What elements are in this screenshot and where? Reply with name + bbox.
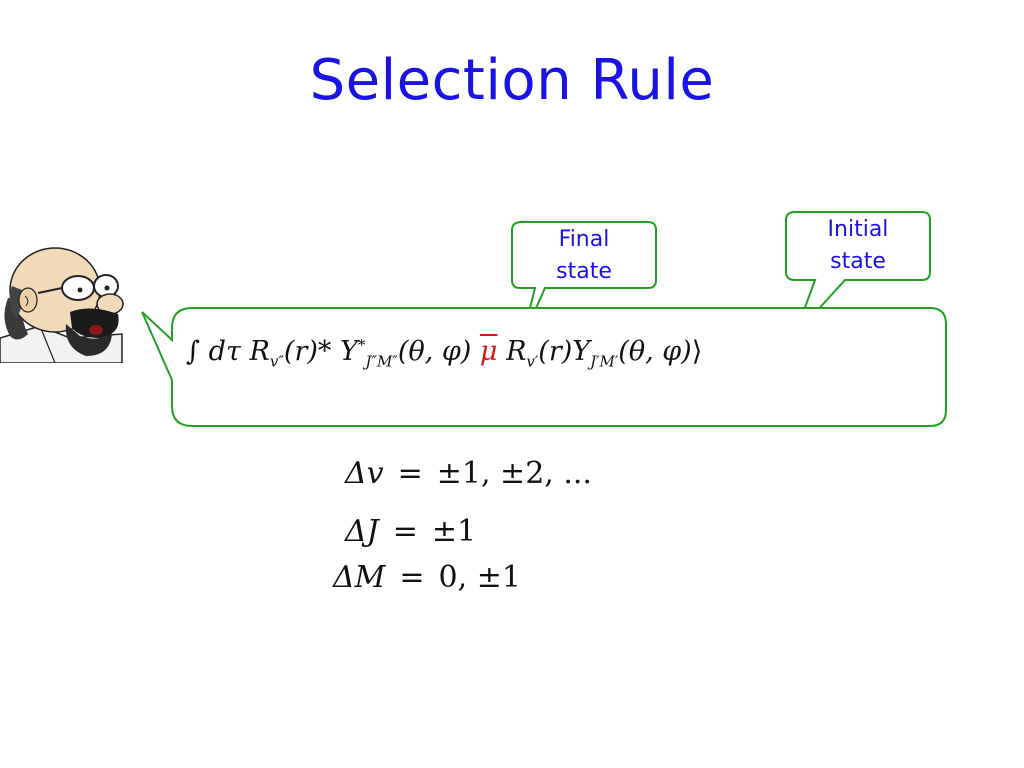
v-double-prime: v″ — [269, 352, 284, 371]
initial-state-line2: state — [830, 249, 886, 274]
radial-R-initial: R — [506, 336, 527, 367]
initial-state-label: Initial state — [786, 214, 930, 278]
rule-delta-v-lhs: Δv — [345, 456, 384, 491]
conj-star: * — [357, 336, 366, 354]
final-state-label: Final state — [512, 224, 656, 288]
rule-delta-m-rhs: 0, ±1 — [438, 560, 521, 595]
rule-delta-v-equals: = — [397, 456, 423, 491]
r-conj: (r)* — [283, 336, 332, 367]
r-initial: (r) — [538, 336, 573, 367]
rule-delta-m: ΔM = 0, ±1 — [333, 560, 521, 595]
rule-delta-m-lhs: ΔM — [333, 560, 386, 595]
rule-delta-j-rhs: ±1 — [431, 514, 477, 549]
final-state-line2: state — [556, 259, 612, 284]
closing-bracket: ⟩ — [691, 336, 703, 367]
v-prime: v′ — [526, 352, 539, 371]
radial-R-final: R — [249, 336, 270, 367]
d-tau: dτ — [208, 336, 241, 367]
angles-final: (θ, φ) — [397, 336, 472, 367]
JM-prime: J′M′ — [590, 352, 619, 371]
rule-delta-m-equals: = — [399, 560, 425, 595]
spherical-Y-initial: Y — [572, 336, 591, 367]
rule-delta-v: Δv = ±1, ±2, ... — [345, 456, 592, 491]
rule-delta-v-rhs: ±1, ±2, ... — [436, 456, 592, 491]
JM-double-prime: J″M″ — [365, 352, 398, 371]
professor-cartoon — [0, 247, 124, 363]
transition-integral: ∫ dτ Rv″(r)* Y*J″M″(θ, φ) μ Rv′(r)YJ′M′(… — [186, 336, 934, 386]
integral-sign: ∫ — [186, 336, 201, 367]
rule-delta-j-lhs: ΔJ — [345, 514, 379, 549]
rule-delta-j: ΔJ = ±1 — [345, 514, 476, 549]
speech-bubble — [141, 307, 947, 427]
slide-title: Selection Rule — [309, 48, 715, 113]
dipole-mu: μ — [479, 336, 498, 367]
spherical-Y-final: Y — [340, 336, 358, 367]
angles-initial: (θ, φ) — [618, 336, 692, 367]
initial-state-line1: Initial — [827, 217, 889, 242]
rule-delta-j-equals: = — [392, 514, 418, 549]
final-state-line1: Final — [558, 227, 610, 252]
